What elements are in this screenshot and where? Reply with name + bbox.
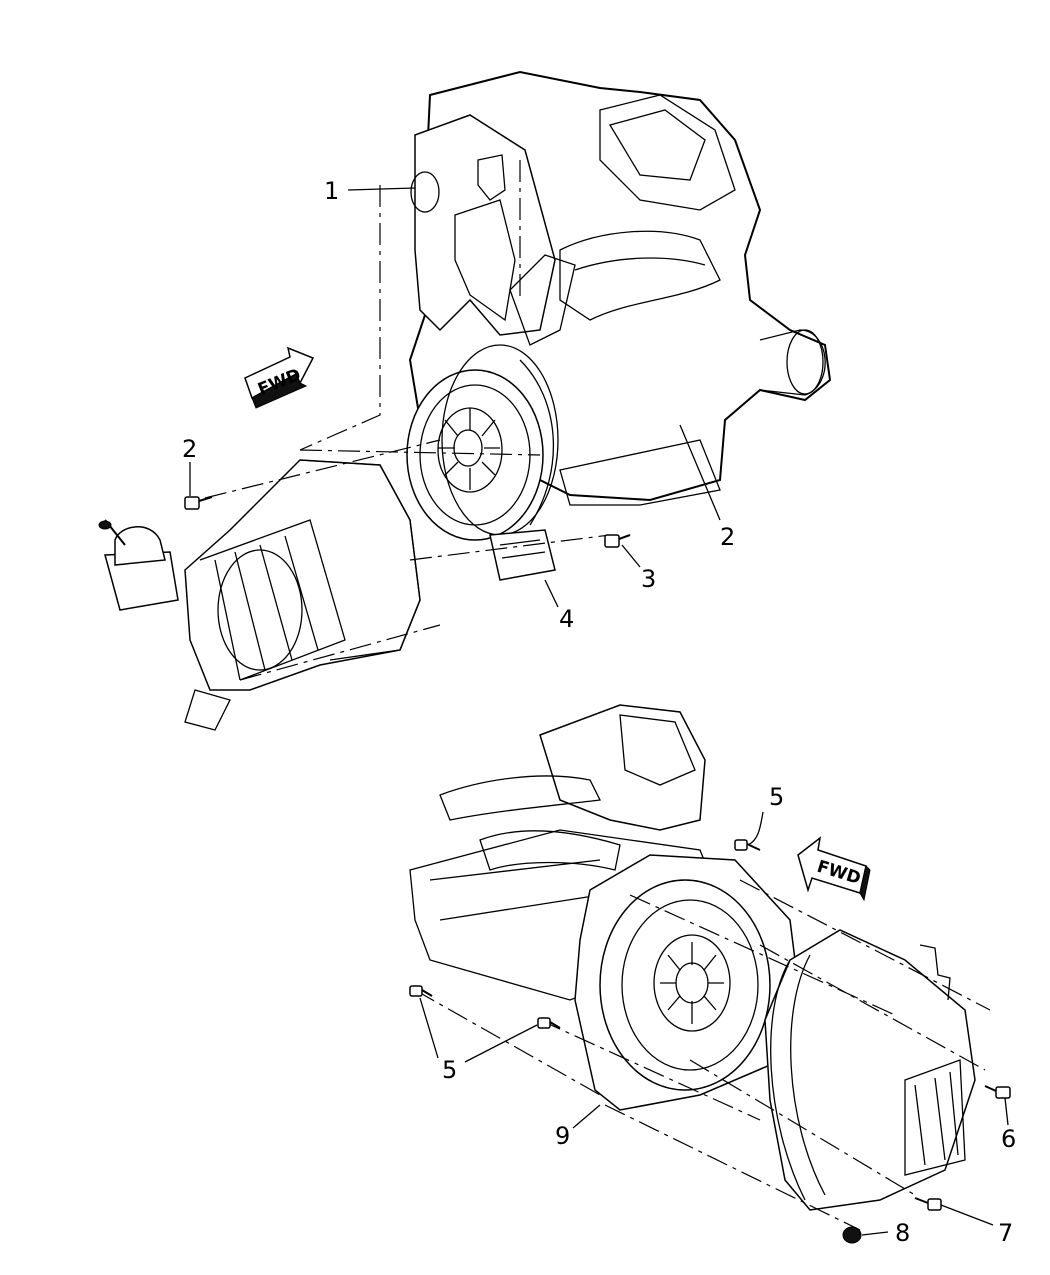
callout-9: 9 (555, 1122, 570, 1150)
upper-transmission (98, 459, 421, 731)
bolt-7-icon (914, 1197, 942, 1211)
upper-bolts (184, 496, 631, 548)
lower-alignment-lines (414, 879, 991, 1231)
callout-4: 4 (559, 605, 574, 633)
fwd-arrow-bottom-icon: FWD (797, 836, 871, 902)
bolt-5-top-icon (734, 839, 761, 851)
nut-8-icon (842, 1226, 862, 1244)
callout-5-left: 5 (442, 1056, 457, 1084)
lower-bell-housing (764, 929, 976, 1211)
bolt-3-icon (604, 534, 631, 548)
callout-5-top: 5 (769, 783, 784, 811)
bolt-6-icon (984, 1085, 1011, 1099)
bolt-5-mid-icon (537, 1017, 561, 1029)
callout-6: 6 (1001, 1125, 1016, 1153)
callout-7: 7 (998, 1219, 1013, 1247)
callout-labels: 1 2 2 3 4 5 5 6 7 8 9 (182, 177, 1016, 1247)
fwd-arrow-top-icon: FWD (244, 346, 315, 409)
upper-alignment-lines (204, 160, 611, 681)
lower-bolts (409, 839, 1011, 1244)
callout-2-upper-left: 2 (182, 435, 197, 463)
callout-2-upper-right: 2 (720, 523, 735, 551)
callout-8: 8 (895, 1219, 910, 1247)
bolt-2a-icon (184, 496, 213, 510)
leader-lines (189, 187, 1009, 1236)
callout-1: 1 (324, 177, 339, 205)
lower-engine-assembly (409, 704, 801, 1111)
upper-engine-assembly (406, 70, 832, 581)
callout-3: 3 (641, 565, 656, 593)
bolt-5-left-icon (409, 985, 433, 997)
